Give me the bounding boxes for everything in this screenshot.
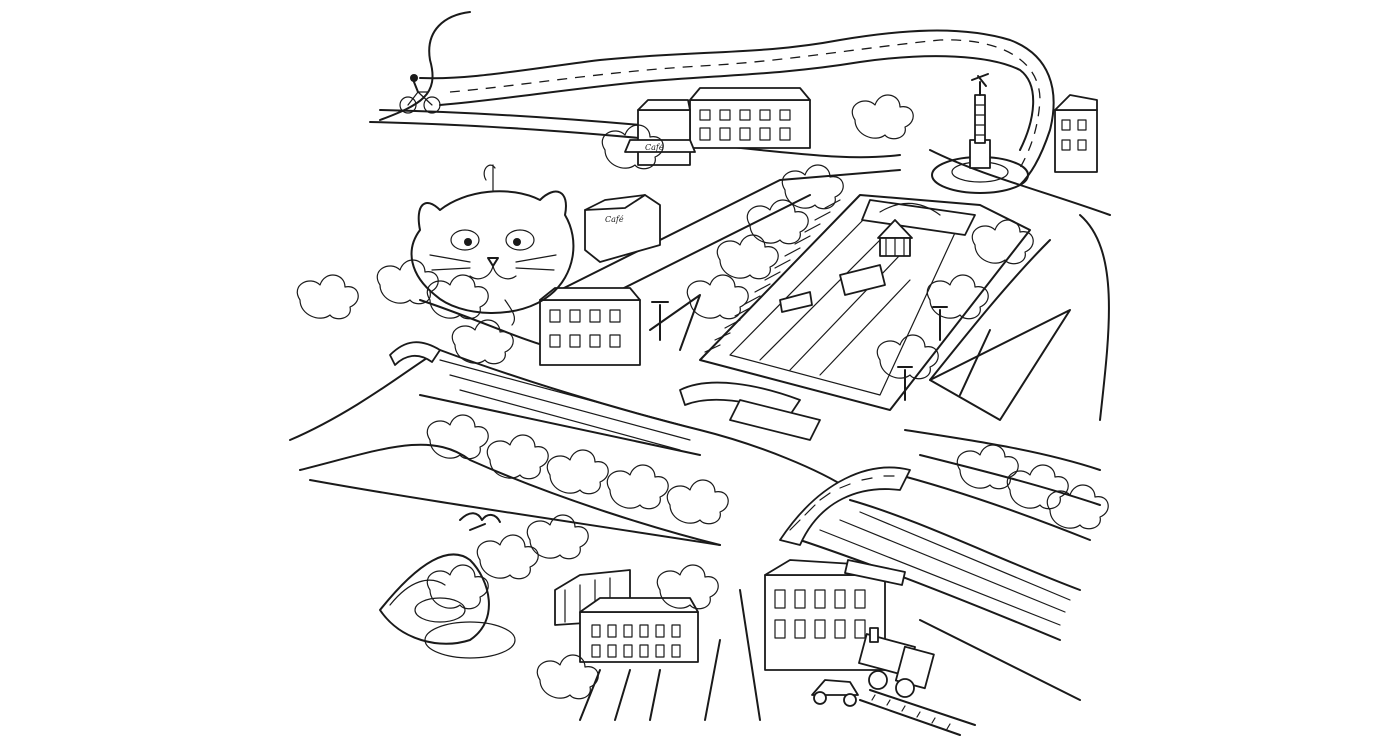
bird-icon <box>459 512 501 531</box>
quay-wall-pattern <box>704 199 841 353</box>
building-middle-left <box>539 287 641 366</box>
cafe-building: Café <box>624 99 696 166</box>
kiosk: Café <box>584 194 661 263</box>
carousel-icon <box>877 219 913 257</box>
footbridge-left <box>389 341 441 366</box>
museum-building <box>579 597 699 663</box>
square-roads <box>904 149 1111 506</box>
lock-bridge <box>679 381 821 441</box>
building-right-edge <box>1054 94 1098 173</box>
cyclist-icon <box>399 74 441 114</box>
cafe-awning-sign: Café <box>645 143 664 152</box>
vintage-car-icon <box>811 679 859 707</box>
tree-cluster-icon <box>296 94 1109 700</box>
building-top-center <box>689 87 811 149</box>
lamp-post-icon <box>651 301 948 401</box>
bridge-icon <box>779 466 911 546</box>
canal-main-left <box>289 349 851 546</box>
statue-icon <box>379 553 516 659</box>
steam-train-icon <box>858 627 976 736</box>
cat-face-icon <box>410 164 575 326</box>
lower-roads <box>309 479 1081 721</box>
upper-canal-bridge <box>861 199 976 236</box>
boat-icon <box>779 264 906 586</box>
kiosk-sign: Café <box>605 215 624 224</box>
canal-lower-right <box>799 469 1091 641</box>
station-building <box>764 559 886 671</box>
column-monument-icon <box>931 73 1029 194</box>
